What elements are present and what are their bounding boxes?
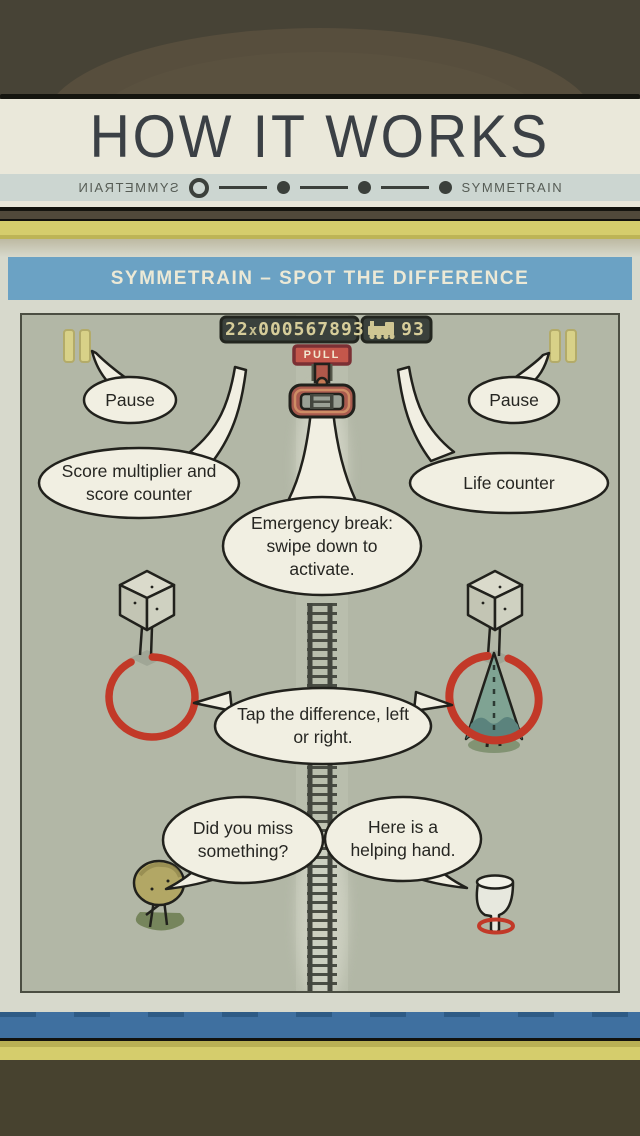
blue-trim-dashes xyxy=(0,1012,640,1017)
bubble-text-pause-left: Pause xyxy=(105,390,155,410)
bubble-text-score: Score multiplier and score counter xyxy=(61,461,217,504)
speech-bubble-emergency xyxy=(221,495,423,597)
frame-strip-dark xyxy=(0,211,640,219)
helping-hand-icon xyxy=(475,874,515,935)
bubble-text-tap: Tap the difference, left or right. xyxy=(237,704,409,747)
speech-bubble-hand xyxy=(323,795,483,883)
score-value: 000567893 xyxy=(258,319,365,340)
life-counter xyxy=(360,315,433,344)
bubble-text-miss: Did you miss something? xyxy=(192,818,294,861)
progress-line xyxy=(380,186,429,189)
page-title: HOW IT WORKS xyxy=(89,102,551,171)
base-platform xyxy=(0,1060,640,1136)
score-multiplier-value: 22 xyxy=(225,319,249,340)
bubble-text-emergency: Emergency break: swipe down to activate. xyxy=(250,513,393,579)
brand-label-mirrored: SYMMETRAIN xyxy=(76,180,179,195)
blue-trim-bottom xyxy=(0,1012,640,1038)
pause-icon xyxy=(63,329,91,363)
speech-bubble-pause-left xyxy=(82,375,178,425)
speech-bubble-life xyxy=(408,451,610,515)
bubble-tail xyxy=(192,690,234,713)
signboard: HOW IT WORKS SYMMETRAIN SYMMETRAIN xyxy=(0,94,640,243)
progress-node-4[interactable] xyxy=(438,181,452,194)
tutorial-illustration: 22x000567893 93 PULL Pause Pause Score m… xyxy=(20,313,620,993)
page-progress: SYMMETRAIN SYMMETRAIN xyxy=(0,174,640,201)
speech-bubble-score xyxy=(37,446,241,520)
frame-strip xyxy=(0,201,640,211)
score-readout: 22x000567893 xyxy=(225,319,364,340)
brand-label: SYMMETRAIN xyxy=(461,180,564,195)
poster-shadow xyxy=(0,239,640,257)
speech-bubble-tap xyxy=(213,686,433,766)
poster: SYMMETRAIN – SPOT THE DIFFERENCE xyxy=(0,239,640,1012)
speech-bubble-pause-right xyxy=(467,375,561,425)
lives-readout: 93 xyxy=(401,319,425,340)
red-target-ellipse xyxy=(477,917,515,935)
pull-label: PULL xyxy=(303,349,341,361)
bubble-text-pause-right: Pause xyxy=(489,390,539,410)
progress-line xyxy=(218,186,267,189)
progress-line xyxy=(299,186,348,189)
red-circle-empty xyxy=(105,653,199,741)
railroad-track xyxy=(307,603,337,991)
speech-bubble-miss xyxy=(161,795,325,885)
multiplier-sign: x xyxy=(248,323,259,339)
bubble-text-hand: Here is a helping hand. xyxy=(350,817,456,860)
bubble-tail xyxy=(396,365,456,463)
bubble-tail xyxy=(412,690,454,713)
section-banner: SYMMETRAIN – SPOT THE DIFFERENCE xyxy=(8,257,632,300)
train-icon xyxy=(368,321,395,340)
cube-tree-right xyxy=(466,569,524,666)
progress-node-3[interactable] xyxy=(357,181,371,194)
frame-line-top xyxy=(0,94,640,99)
bush-tree xyxy=(132,859,186,931)
red-circle-difference xyxy=(445,651,543,745)
section-title: SYMMETRAIN – SPOT THE DIFFERENCE xyxy=(110,267,530,289)
bubble-tail xyxy=(188,365,248,463)
progress-node-2[interactable] xyxy=(276,181,290,194)
title-band: HOW IT WORKS xyxy=(0,99,640,174)
cube-tree-left xyxy=(118,569,176,666)
pause-icon xyxy=(549,329,577,363)
score-counter xyxy=(219,315,360,344)
progress-node-current[interactable] xyxy=(188,177,209,198)
emergency-brake xyxy=(288,344,356,419)
bubble-text-life: Life counter xyxy=(463,473,555,493)
